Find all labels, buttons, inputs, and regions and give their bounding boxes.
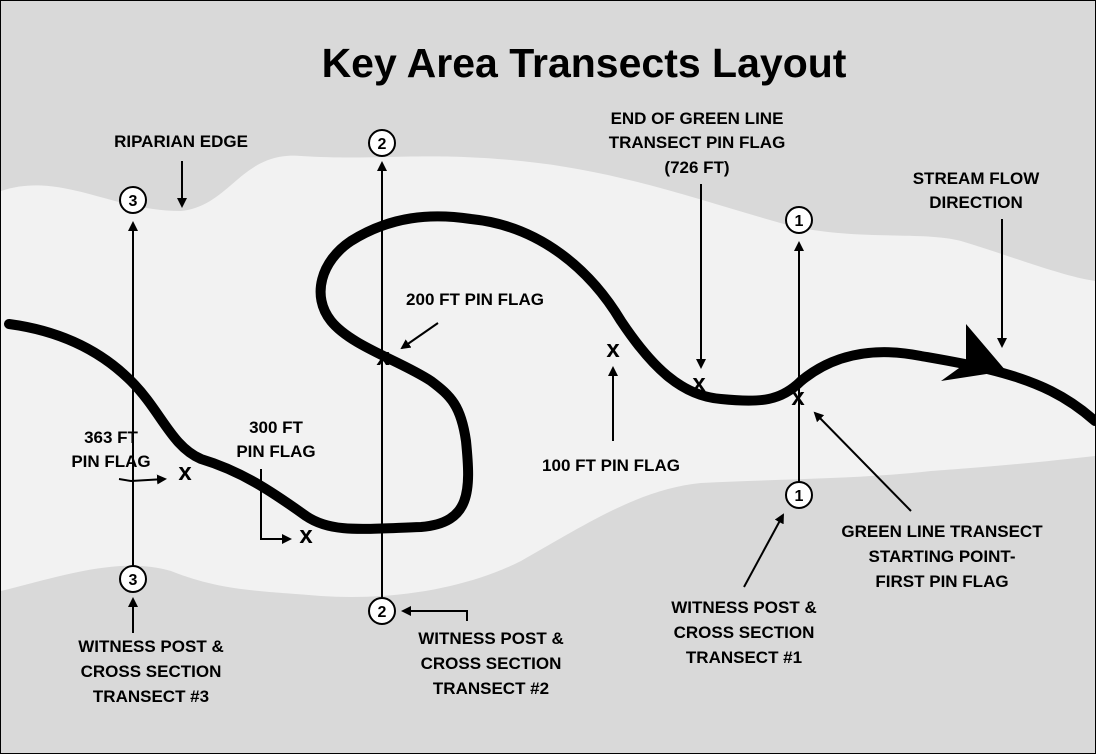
marker-2-bottom: 2 <box>368 597 396 625</box>
svg-text:GREEN LINE TRANSECT: GREEN LINE TRANSECT <box>841 522 1043 541</box>
svg-text:STREAM FLOW: STREAM FLOW <box>913 169 1040 188</box>
page-title: Key Area Transects Layout <box>322 40 847 86</box>
pin-200-arrow <box>400 322 439 350</box>
svg-text:(726 FT): (726 FT) <box>664 158 729 177</box>
svg-text:FIRST PIN FLAG: FIRST PIN FLAG <box>875 572 1008 591</box>
svg-text:363 FT: 363 FT <box>84 428 138 447</box>
svg-text:PIN FLAG: PIN FLAG <box>71 452 150 471</box>
svg-text:1: 1 <box>795 213 804 230</box>
svg-text:2: 2 <box>378 604 387 621</box>
svg-text:TRANSECT PIN FLAG: TRANSECT PIN FLAG <box>609 133 786 152</box>
marker-1-top: 1 <box>785 206 813 234</box>
svg-text:END OF GREEN LINE: END OF GREEN LINE <box>611 109 784 128</box>
pin-100-label: 100 FT PIN FLAG <box>542 456 680 475</box>
green-line-start-arrow <box>813 411 912 512</box>
green-line-start-label: GREEN LINE TRANSECT STARTING POINT- FIRS… <box>841 522 1043 591</box>
svg-text:WITNESS POST &: WITNESS POST & <box>418 629 563 648</box>
stream-channel <box>4 211 1095 534</box>
svg-text:CROSS SECTION: CROSS SECTION <box>81 662 222 681</box>
marker-1-bottom: 1 <box>785 481 813 509</box>
svg-text:CROSS SECTION: CROSS SECTION <box>674 623 815 642</box>
witness-3-label: WITNESS POST & CROSS SECTION TRANSECT #3 <box>78 637 223 706</box>
pin-flag-100-mark: x <box>606 336 620 363</box>
svg-text:300 FT: 300 FT <box>249 418 303 437</box>
svg-text:TRANSECT #1: TRANSECT #1 <box>686 648 802 667</box>
riparian-zone <box>1 155 1095 597</box>
svg-text:TRANSECT #3: TRANSECT #3 <box>93 687 209 706</box>
svg-text:1: 1 <box>795 488 804 505</box>
witness-2-arrow <box>401 606 468 621</box>
svg-text:CROSS SECTION: CROSS SECTION <box>421 654 562 673</box>
witness-2-label: WITNESS POST & CROSS SECTION TRANSECT #2 <box>418 629 563 698</box>
pin-363-arrow <box>118 474 167 485</box>
stream-flow-label: STREAM FLOW DIRECTION <box>913 169 1040 212</box>
pin-flag-363-mark: x <box>178 459 192 486</box>
pin-flag-start-mark: x <box>791 384 805 411</box>
witness-1-arrow <box>743 513 784 588</box>
pin-300-arrow <box>260 469 292 544</box>
pin-363-label: 363 FT PIN FLAG <box>71 428 150 471</box>
witness-1-label: WITNESS POST & CROSS SECTION TRANSECT #1 <box>671 598 816 667</box>
marker-3-top: 3 <box>119 186 147 214</box>
svg-text:PIN FLAG: PIN FLAG <box>236 442 315 461</box>
svg-text:2: 2 <box>378 136 387 153</box>
marker-2-top: 2 <box>368 129 396 157</box>
svg-text:DIRECTION: DIRECTION <box>929 193 1023 212</box>
svg-text:3: 3 <box>129 572 138 589</box>
svg-text:TRANSECT #2: TRANSECT #2 <box>433 679 549 698</box>
pin-flag-726-mark: x <box>692 370 706 397</box>
svg-text:WITNESS POST &: WITNESS POST & <box>671 598 816 617</box>
flow-arrowhead <box>941 324 1006 381</box>
svg-text:STARTING POINT-: STARTING POINT- <box>868 547 1015 566</box>
pin-flag-300-mark: x <box>299 522 313 549</box>
marker-3-bottom: 3 <box>119 565 147 593</box>
pin-flag-200-mark: x <box>376 344 390 371</box>
end-green-line-label: END OF GREEN LINE TRANSECT PIN FLAG (726… <box>609 109 786 177</box>
riparian-edge-label: RIPARIAN EDGE <box>114 132 248 151</box>
svg-text:3: 3 <box>129 193 138 210</box>
svg-text:WITNESS POST &: WITNESS POST & <box>78 637 223 656</box>
pin-200-label: 200 FT PIN FLAG <box>406 290 544 309</box>
pin-300-label: 300 FT PIN FLAG <box>236 418 315 461</box>
